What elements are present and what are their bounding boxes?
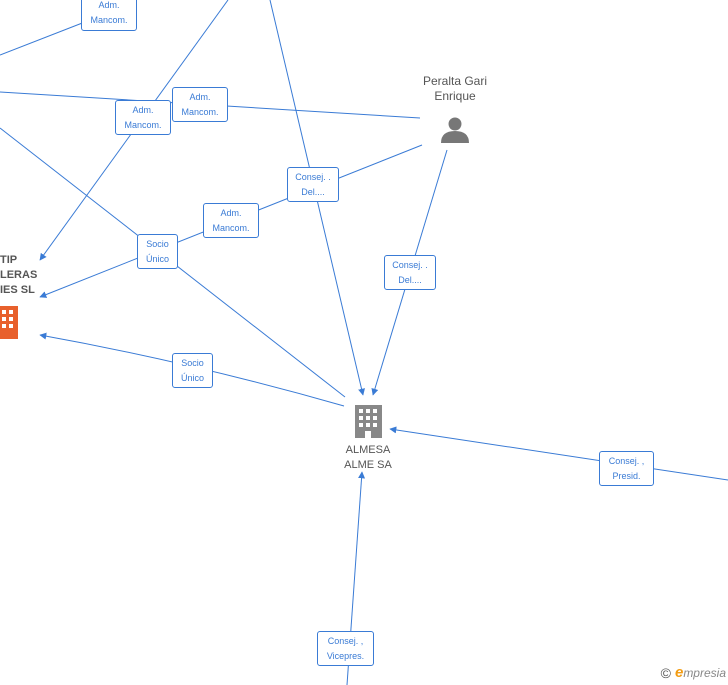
edge-label-line1: Adm. bbox=[132, 104, 154, 115]
edge-label[interactable]: Adm. Mancom. bbox=[172, 87, 228, 122]
edge-label-line1: Consej. , bbox=[327, 635, 364, 646]
almesa-name[interactable]: ALMESA ALME SA bbox=[318, 443, 418, 473]
building-icon bbox=[0, 306, 18, 339]
brand-name: mpresia bbox=[683, 666, 726, 680]
copyright-symbol: © bbox=[660, 664, 671, 681]
edge-label-line2: Del.... bbox=[301, 186, 325, 197]
person-name-line1: Peralta Gari bbox=[422, 74, 488, 88]
edge-label-line2: Presid. bbox=[612, 470, 641, 481]
edge-label[interactable]: Socio Único bbox=[172, 353, 213, 388]
edge-label-line1: Socio bbox=[146, 238, 169, 249]
edge-label-line2: Del.... bbox=[398, 274, 422, 285]
almesa-name-line2: ALME SA bbox=[344, 459, 392, 471]
brand-initial: e bbox=[674, 664, 684, 681]
edge-label-line1: Socio bbox=[181, 357, 204, 368]
empresia-logo: © empresia bbox=[661, 664, 726, 681]
edge-label[interactable]: Adm. Mancom. bbox=[81, 0, 137, 31]
edge-label-line2: Mancom. bbox=[181, 106, 219, 117]
person-name-line2: Enrique bbox=[434, 89, 476, 103]
left-company-line2: LERAS bbox=[0, 269, 38, 281]
left-company-line1: TIP bbox=[0, 254, 18, 266]
edge-label[interactable]: Adm. Mancom. bbox=[115, 100, 171, 135]
edge-line bbox=[389, 426, 728, 481]
edge-label[interactable]: Consej. . Del.... bbox=[287, 167, 339, 202]
edge-label-line2: Mancom. bbox=[212, 222, 250, 233]
edge-label[interactable]: Consej. . Del.... bbox=[384, 255, 436, 290]
person-icon bbox=[441, 117, 469, 143]
left-company-name[interactable]: TIP LERAS IES SL bbox=[0, 253, 50, 298]
edge-label-line1: Adm. bbox=[189, 91, 211, 102]
almesa-name-line1: ALMESA bbox=[345, 444, 391, 456]
edge-label[interactable]: Adm. Mancom. bbox=[203, 203, 259, 238]
edge-label-line2: Único bbox=[145, 253, 169, 264]
edge-label-line1: Adm. bbox=[98, 0, 120, 10]
building-icon bbox=[355, 405, 382, 438]
edge-label[interactable]: Socio Único bbox=[137, 234, 178, 269]
edge-label-line1: Adm. bbox=[220, 207, 242, 218]
edge-label-line2: Mancom. bbox=[90, 14, 128, 25]
edge-label[interactable]: Consej. , Presid. bbox=[599, 451, 654, 486]
edge-label-line2: Vicepres. bbox=[326, 650, 365, 661]
edge-label-line1: Consej. . bbox=[392, 259, 428, 270]
edge-label-line2: Mancom. bbox=[124, 119, 162, 130]
left-company-line3: IES SL bbox=[0, 284, 35, 296]
edge-line bbox=[0, 19, 91, 56]
edge-label[interactable]: Consej. , Vicepres. bbox=[317, 631, 374, 666]
edge-label-line1: Consej. , bbox=[608, 455, 645, 466]
person-name[interactable]: Peralta Gari Enrique bbox=[405, 74, 505, 104]
edge-label-line1: Consej. . bbox=[295, 171, 331, 182]
edge-label-line2: Único bbox=[180, 372, 204, 383]
